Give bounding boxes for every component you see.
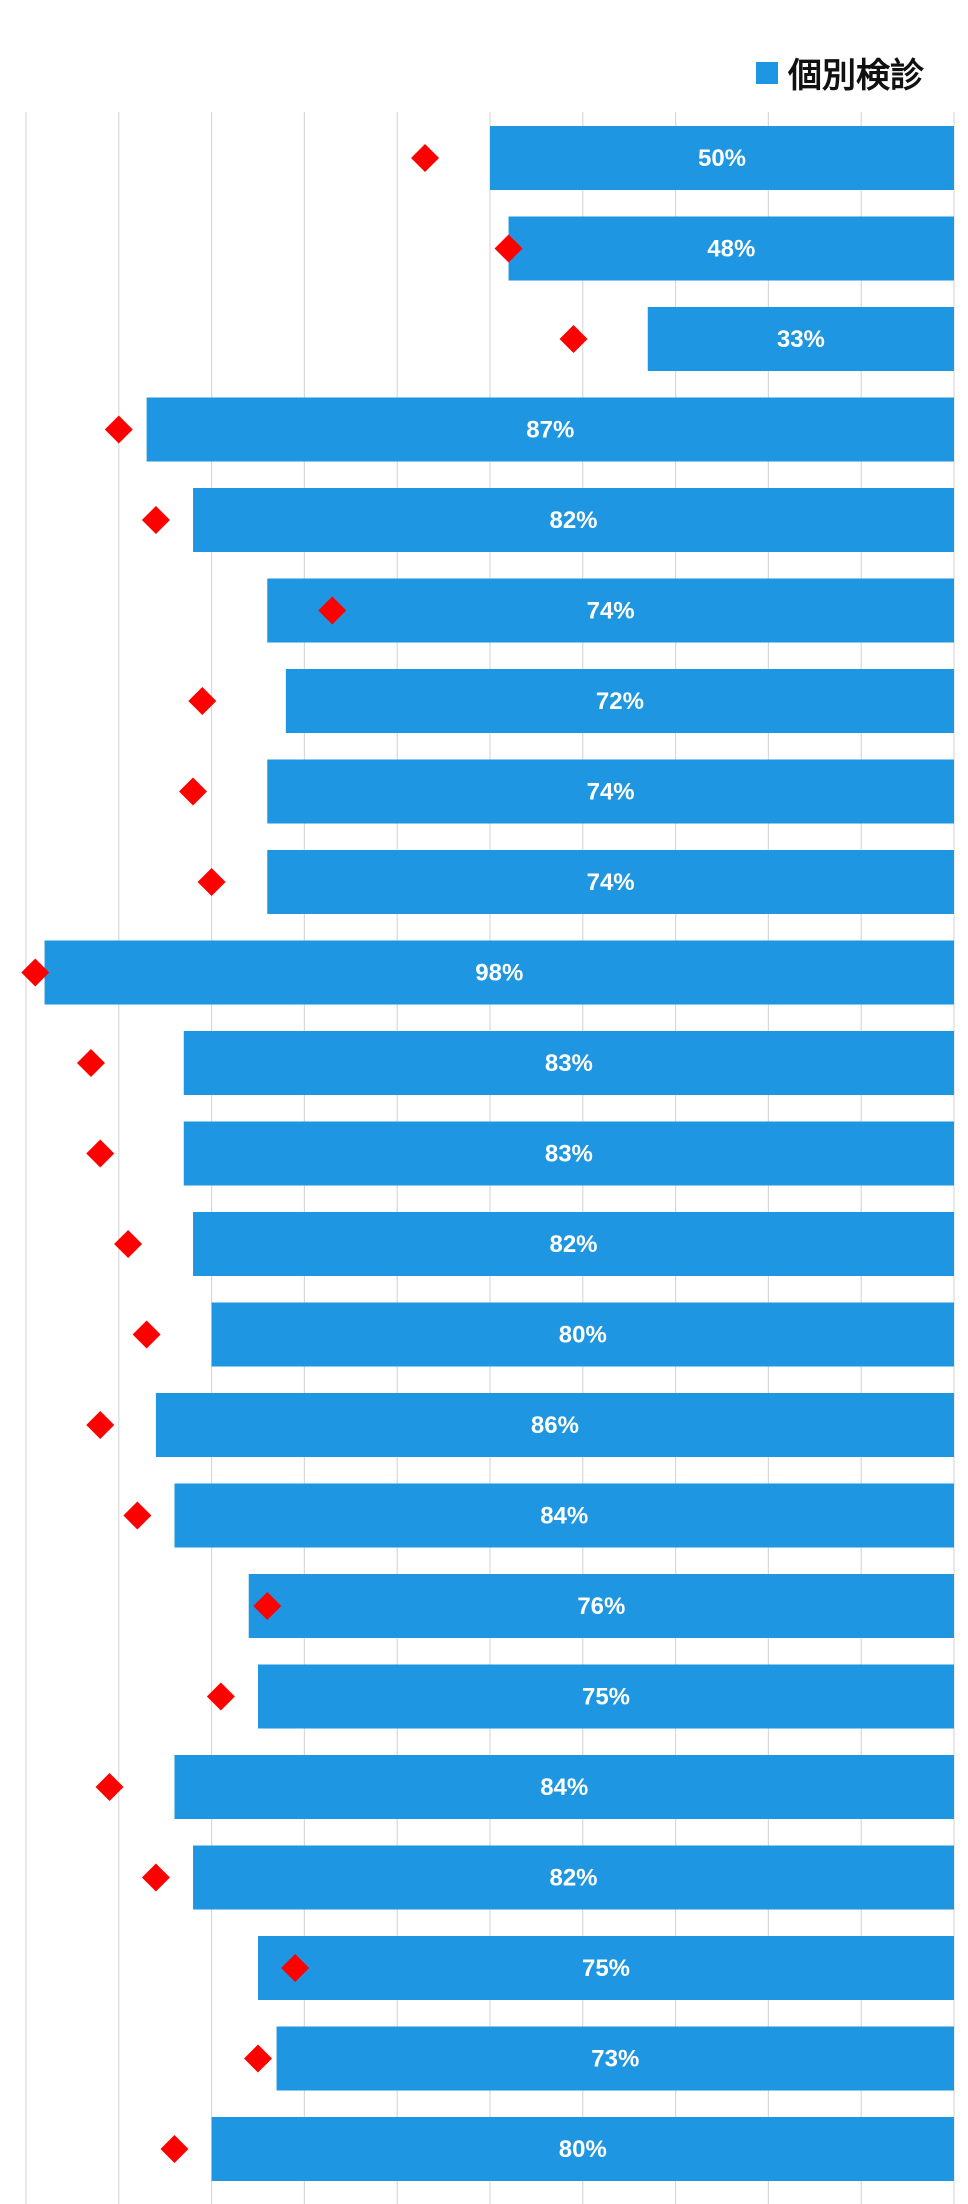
bar [267, 759, 954, 824]
bar [44, 940, 955, 1005]
marker-diamond [179, 777, 208, 806]
bar-value-label: 80% [559, 2136, 607, 2163]
bar-value-label: 74% [587, 869, 635, 896]
marker-diamond [95, 1773, 124, 1801]
marker-diamond [281, 1954, 310, 1982]
marker-diamond [132, 1320, 161, 1349]
marker-diamond [21, 958, 50, 987]
marker-diamond [188, 687, 217, 715]
bar [267, 850, 954, 914]
marker-diamond [141, 506, 170, 534]
bar-value-label: 83% [545, 1141, 593, 1168]
bar [193, 488, 955, 552]
marker-diamond [123, 1501, 152, 1530]
bar [285, 669, 955, 733]
bar [183, 1121, 954, 1186]
bar-value-label: 86% [531, 1412, 579, 1439]
bar [146, 397, 954, 462]
bar-value-label: 80% [559, 1322, 607, 1349]
bar [174, 1483, 955, 1548]
marker-diamond [141, 1863, 170, 1892]
bar-value-label: 84% [540, 1503, 588, 1530]
bar-value-label: 82% [549, 1865, 597, 1892]
marker-diamond [206, 1682, 235, 1711]
bar-value-label: 75% [582, 1684, 630, 1711]
bar [211, 2117, 955, 2181]
marker-diamond [244, 2044, 272, 2073]
bar [647, 307, 954, 371]
marker-diamond [160, 2135, 189, 2163]
bar-value-label: 82% [549, 507, 597, 534]
marker-diamond [76, 1049, 105, 1077]
bar [508, 216, 954, 281]
bar-value-label: 72% [596, 688, 644, 715]
bar-value-label: 87% [526, 417, 574, 444]
bar [155, 1393, 955, 1457]
bar-value-label: 98% [475, 960, 523, 987]
bar [211, 1302, 955, 1367]
bar [490, 126, 954, 190]
marker-diamond [411, 144, 440, 172]
marker-diamond [253, 1592, 282, 1620]
marker-diamond [197, 868, 226, 896]
marker-diamond [114, 1230, 143, 1258]
bar [193, 1212, 955, 1276]
marker-diamond [559, 325, 588, 353]
legend-label: 個別検診 [788, 56, 924, 96]
bar [248, 1574, 955, 1638]
bar-value-label: 73% [591, 2046, 639, 2073]
bar [267, 578, 954, 643]
bar [174, 1755, 955, 1819]
marker-diamond [494, 234, 523, 263]
bar-value-label: 33% [777, 326, 825, 353]
legend-swatch [756, 61, 778, 84]
marker-diamond [104, 415, 133, 444]
bar-value-label: 50% [698, 145, 746, 172]
marker-diamond [86, 1411, 115, 1439]
marker-diamond [318, 596, 347, 625]
bar [276, 2026, 954, 2091]
bar-value-label: 48% [707, 236, 755, 263]
bar [258, 1936, 954, 2000]
legend: 個別検診 [756, 48, 924, 97]
bar-value-label: 75% [582, 1955, 630, 1982]
bar-value-label: 76% [577, 1593, 625, 1620]
bar [183, 1031, 954, 1095]
bar-value-label: 82% [549, 1231, 597, 1258]
bar-value-label: 74% [587, 779, 635, 806]
bar-value-label: 74% [587, 598, 635, 625]
marker-diamond [86, 1139, 115, 1168]
bar-value-label: 84% [540, 1774, 588, 1801]
bar [193, 1845, 955, 1910]
bar [258, 1664, 954, 1729]
bar-value-label: 83% [545, 1050, 593, 1077]
